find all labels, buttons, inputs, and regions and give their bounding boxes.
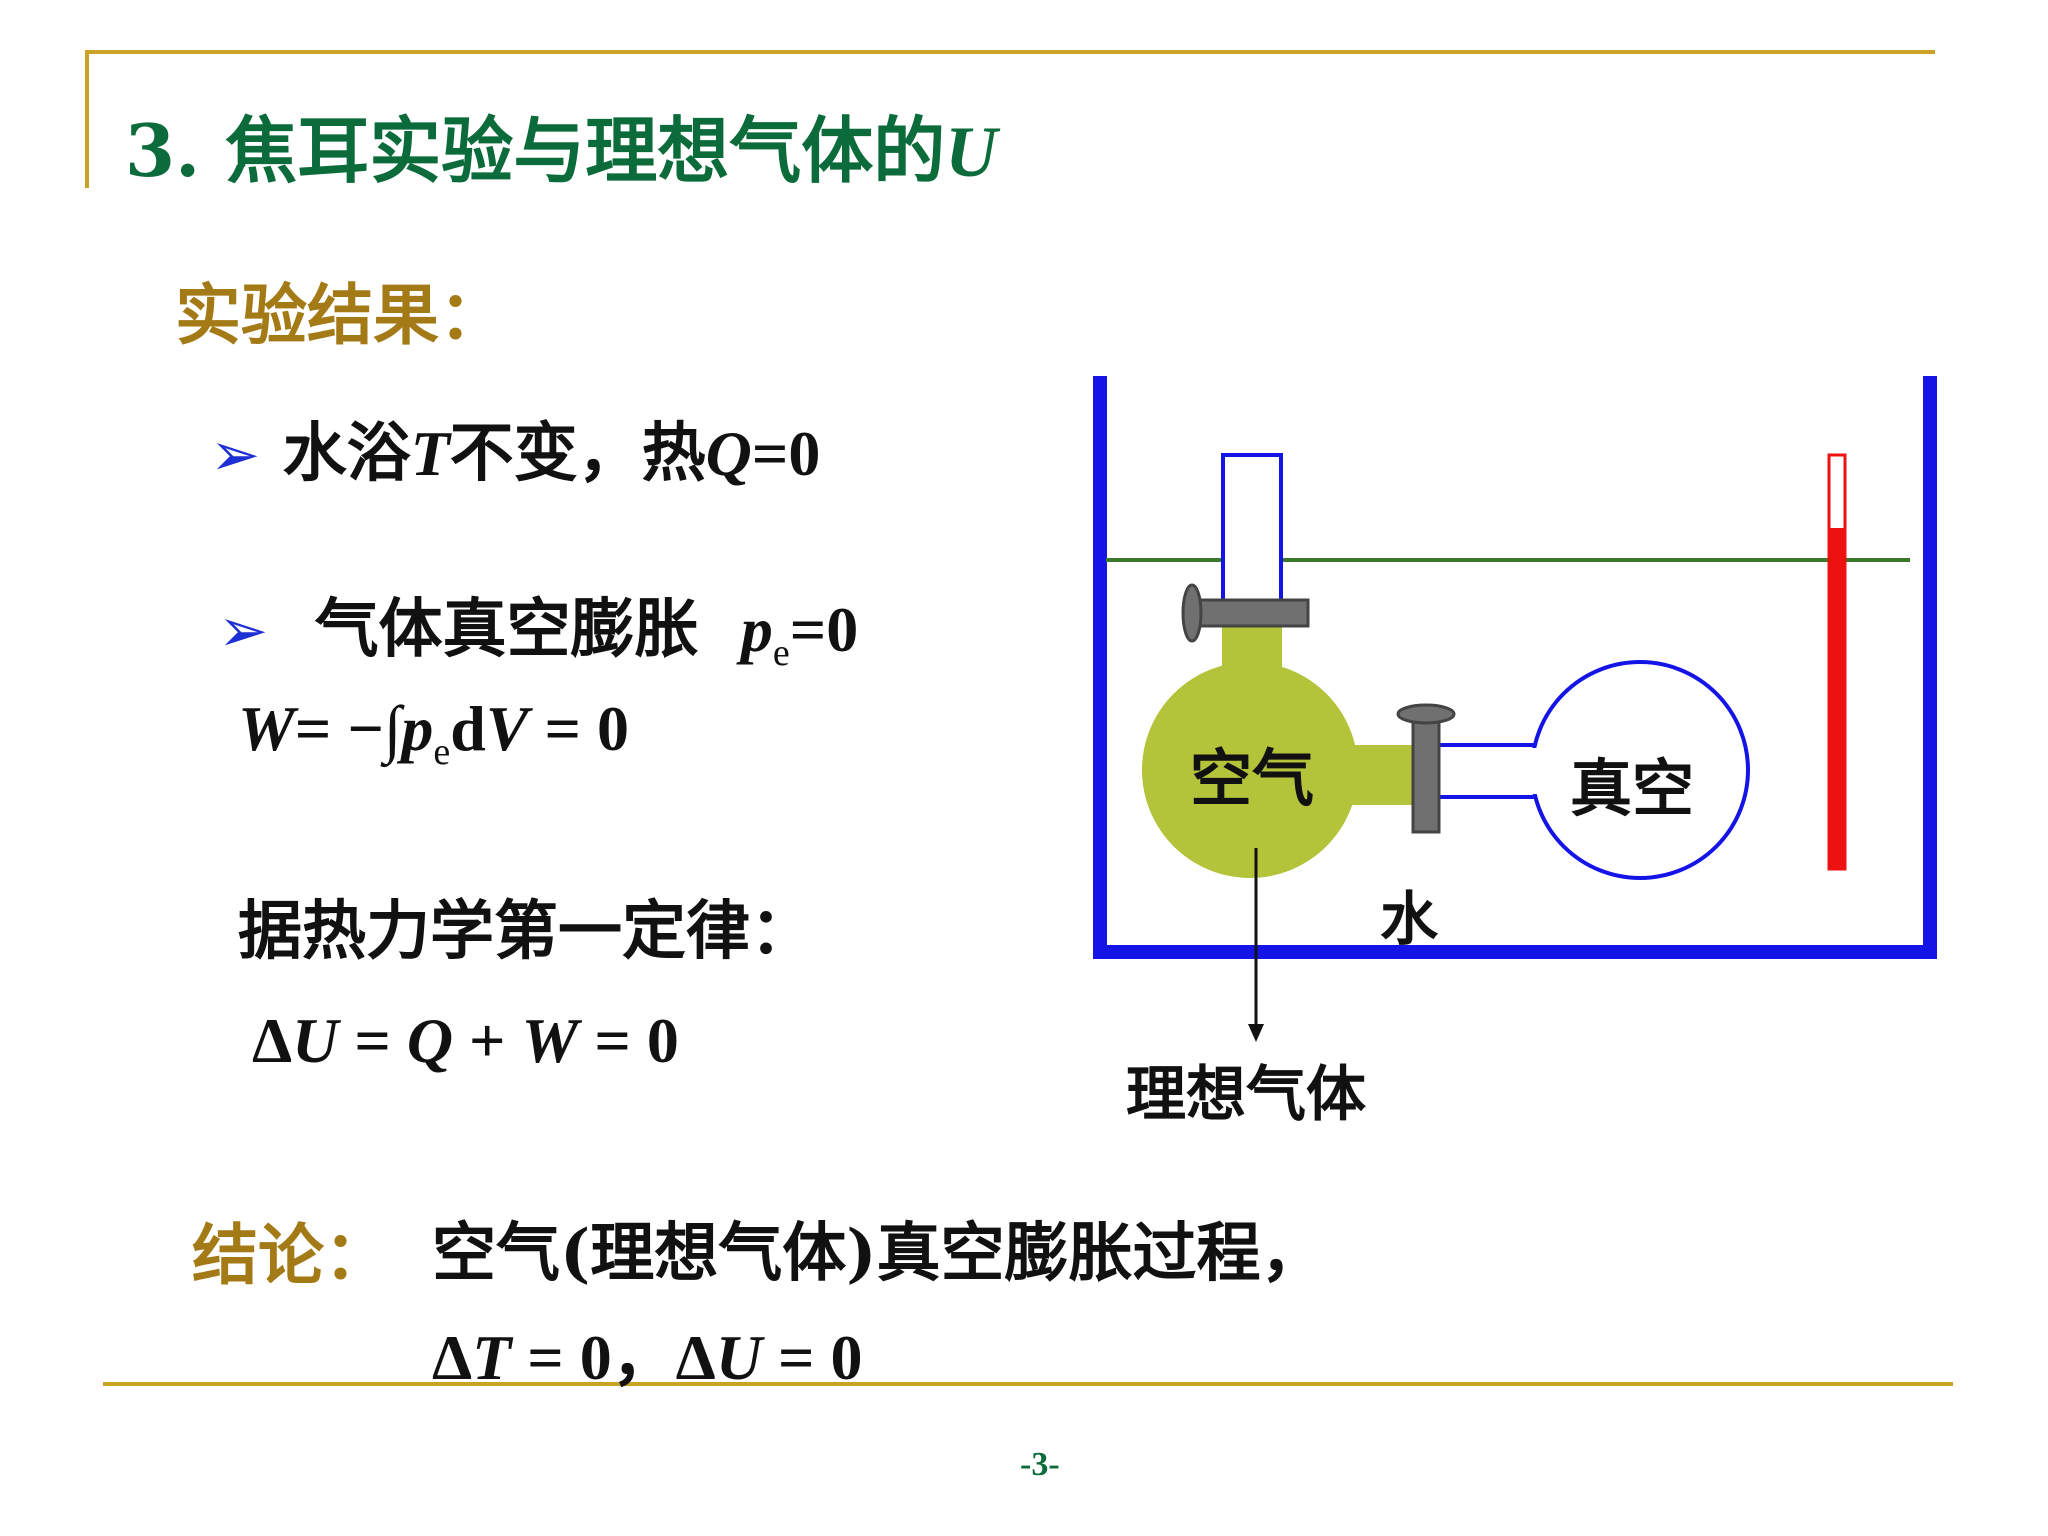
concl-mid: = 0，Δ: [511, 1322, 716, 1393]
arrow-bullet-icon: ➢: [218, 596, 269, 666]
delta-pre: Δ: [252, 1005, 293, 1076]
delta-U: U: [292, 1005, 339, 1076]
ideal-gas-arrowhead: [1248, 1024, 1264, 1042]
delta-W: W: [521, 1005, 579, 1076]
work-formula: W= −∫pedV = 0: [238, 692, 629, 774]
bullet-2-sub: e: [772, 632, 790, 674]
title-symbol: U: [945, 112, 998, 192]
delta-post: = 0: [578, 1005, 679, 1076]
work-post: = 0: [528, 693, 629, 764]
ideal-gas-label: 理想气体: [1126, 1060, 1366, 1130]
water-bath-container: [1093, 376, 1937, 959]
delta-u-formula: ΔU = Q + W = 0: [252, 1004, 679, 1078]
first-law-label: 据热力学第一定律：: [238, 894, 814, 969]
title-text: 焦耳实验与理想气体的: [225, 108, 946, 193]
conclusion-line-2: ΔT = 0，ΔU = 0: [432, 1306, 863, 1398]
bullet-1-pre: 水浴: [282, 416, 411, 491]
bullet-2: ➢ 气体真空膨胀 pe=0: [218, 578, 858, 675]
concl-T: T: [472, 1322, 512, 1393]
page-number: -3-: [1020, 1446, 1060, 1483]
work-W: W: [238, 693, 295, 764]
bullet-1-Q: Q: [705, 418, 752, 489]
delta-eq1: =: [338, 1005, 407, 1076]
concl-post: = 0: [762, 1322, 863, 1393]
section-heading: 实验结果：: [175, 276, 505, 354]
middle-stopcock-handle: [1396, 703, 1456, 725]
bulb-opening: [1528, 748, 1540, 794]
bullet-1-post: =0: [751, 418, 821, 489]
bullet-1: ➢ 水浴T不变，热Q=0: [210, 402, 820, 494]
vacuum-label: 真空: [1570, 752, 1695, 825]
thermometer-mercury: [1829, 528, 1845, 869]
concl-U: U: [715, 1322, 763, 1393]
conclusion-line-1: 空气(理想气体)真空膨胀过程，: [432, 1216, 1325, 1291]
work-sub: e: [433, 731, 451, 773]
conclusion-label: 结论：: [192, 1216, 390, 1294]
page-title: 3. 焦耳实验与理想气体的U: [125, 92, 997, 197]
bullet-2-post: =0: [789, 594, 859, 665]
bullet-1-T: T: [410, 418, 450, 489]
work-d: d: [450, 693, 486, 764]
delta-plus: +: [453, 1005, 522, 1076]
bullet-1-mid: 不变，热: [449, 416, 706, 491]
arrow-bullet-icon: ➢: [210, 420, 261, 490]
top-stopcock-handle: [1181, 583, 1203, 643]
work-eq: = −∫: [294, 693, 402, 764]
title-number: 3.: [125, 108, 201, 193]
delta-Q: Q: [406, 1005, 454, 1076]
work-p: p: [401, 693, 434, 764]
bullet-2-text: 气体真空膨胀: [314, 592, 699, 667]
air-flask: [1142, 662, 1358, 878]
top-stopcock: [1198, 598, 1310, 628]
bullet-2-p: p: [740, 594, 773, 665]
flask-inlet-tube: [1221, 453, 1283, 607]
water-label: 水: [1380, 885, 1439, 953]
concl-d1: Δ: [432, 1322, 473, 1393]
middle-stopcock: [1411, 720, 1441, 834]
work-V: V: [485, 693, 529, 764]
air-label: 空气: [1190, 742, 1315, 815]
